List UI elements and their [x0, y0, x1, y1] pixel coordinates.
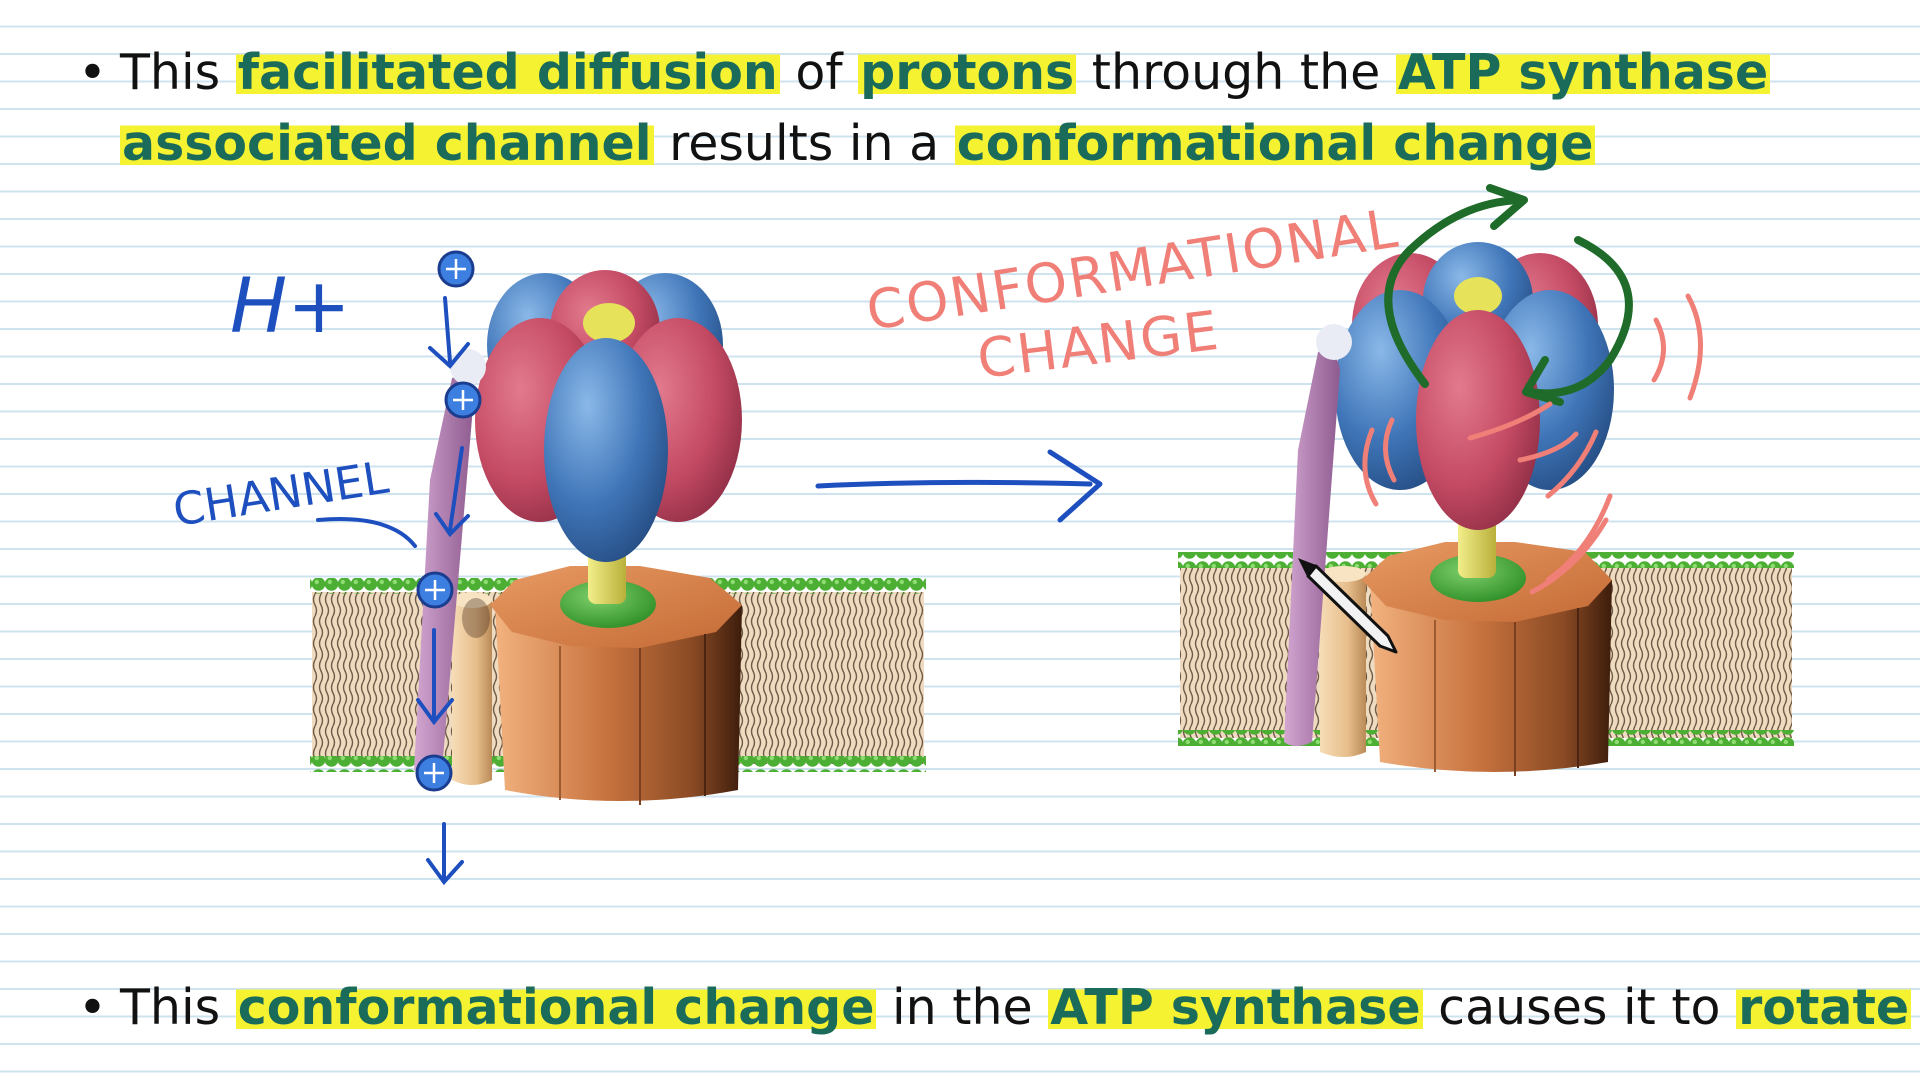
- proton-plus-icon: [437, 250, 475, 288]
- c-ring-segment: [452, 600, 492, 785]
- pen-cursor-icon: [1297, 558, 1398, 654]
- highlighted-term: rotate: [1736, 979, 1912, 1036]
- proton-plus-icon: [444, 381, 482, 419]
- sentence-text: results in a: [653, 115, 955, 172]
- bullet-dot: •: [78, 44, 107, 101]
- bullet-1-line-2: associated channel results in a conforma…: [120, 108, 1596, 180]
- highlighted-term: associated channel: [120, 115, 654, 172]
- stator-arm-right: [1284, 350, 1340, 746]
- transition-arrow: [815, 449, 1103, 523]
- highlighted-term: facilitated diffusion: [235, 44, 780, 101]
- atp-synthase-left: [310, 270, 926, 805]
- proton-plus-icon: [415, 754, 453, 792]
- f1-head-right: [1335, 242, 1614, 530]
- highlighted-term: conformational change: [235, 979, 877, 1036]
- highlighted-term: protons: [858, 44, 1077, 101]
- channel-pointer: [316, 517, 417, 548]
- proton-flow-arrow: [443, 296, 452, 364]
- highlighted-term: conformational change: [954, 115, 1596, 172]
- f1-head-left: [475, 270, 742, 562]
- proton-flow-arrow: [448, 446, 464, 532]
- sentence-text: in the: [876, 979, 1049, 1036]
- left-annotations: H+ CHANNEL: [169, 261, 470, 886]
- rotation-arrows: [1384, 184, 1633, 406]
- bullet-dot: •: [78, 979, 107, 1036]
- highlighted-term: ATP synthase: [1048, 979, 1423, 1036]
- sentence-text: causes it to: [1422, 979, 1737, 1036]
- bullet-1-line-1: •This facilitated diffusion of protons t…: [78, 37, 1771, 109]
- sentence-text: through the: [1076, 44, 1396, 101]
- vibration-marks: [1362, 293, 1703, 595]
- sentence-text: This: [120, 44, 236, 101]
- bullet-2-line-1: •This conformational change in the ATP s…: [78, 972, 1912, 1044]
- sentence-text: of: [779, 44, 859, 101]
- atp-synthase-right: [1178, 242, 1794, 776]
- sentence-text: This: [120, 979, 236, 1036]
- channel-label: CHANNEL: [169, 451, 391, 537]
- proton-plus-icon: [416, 571, 454, 609]
- highlighted-term: ATP synthase: [1395, 44, 1771, 101]
- proton-label: H+: [230, 261, 351, 350]
